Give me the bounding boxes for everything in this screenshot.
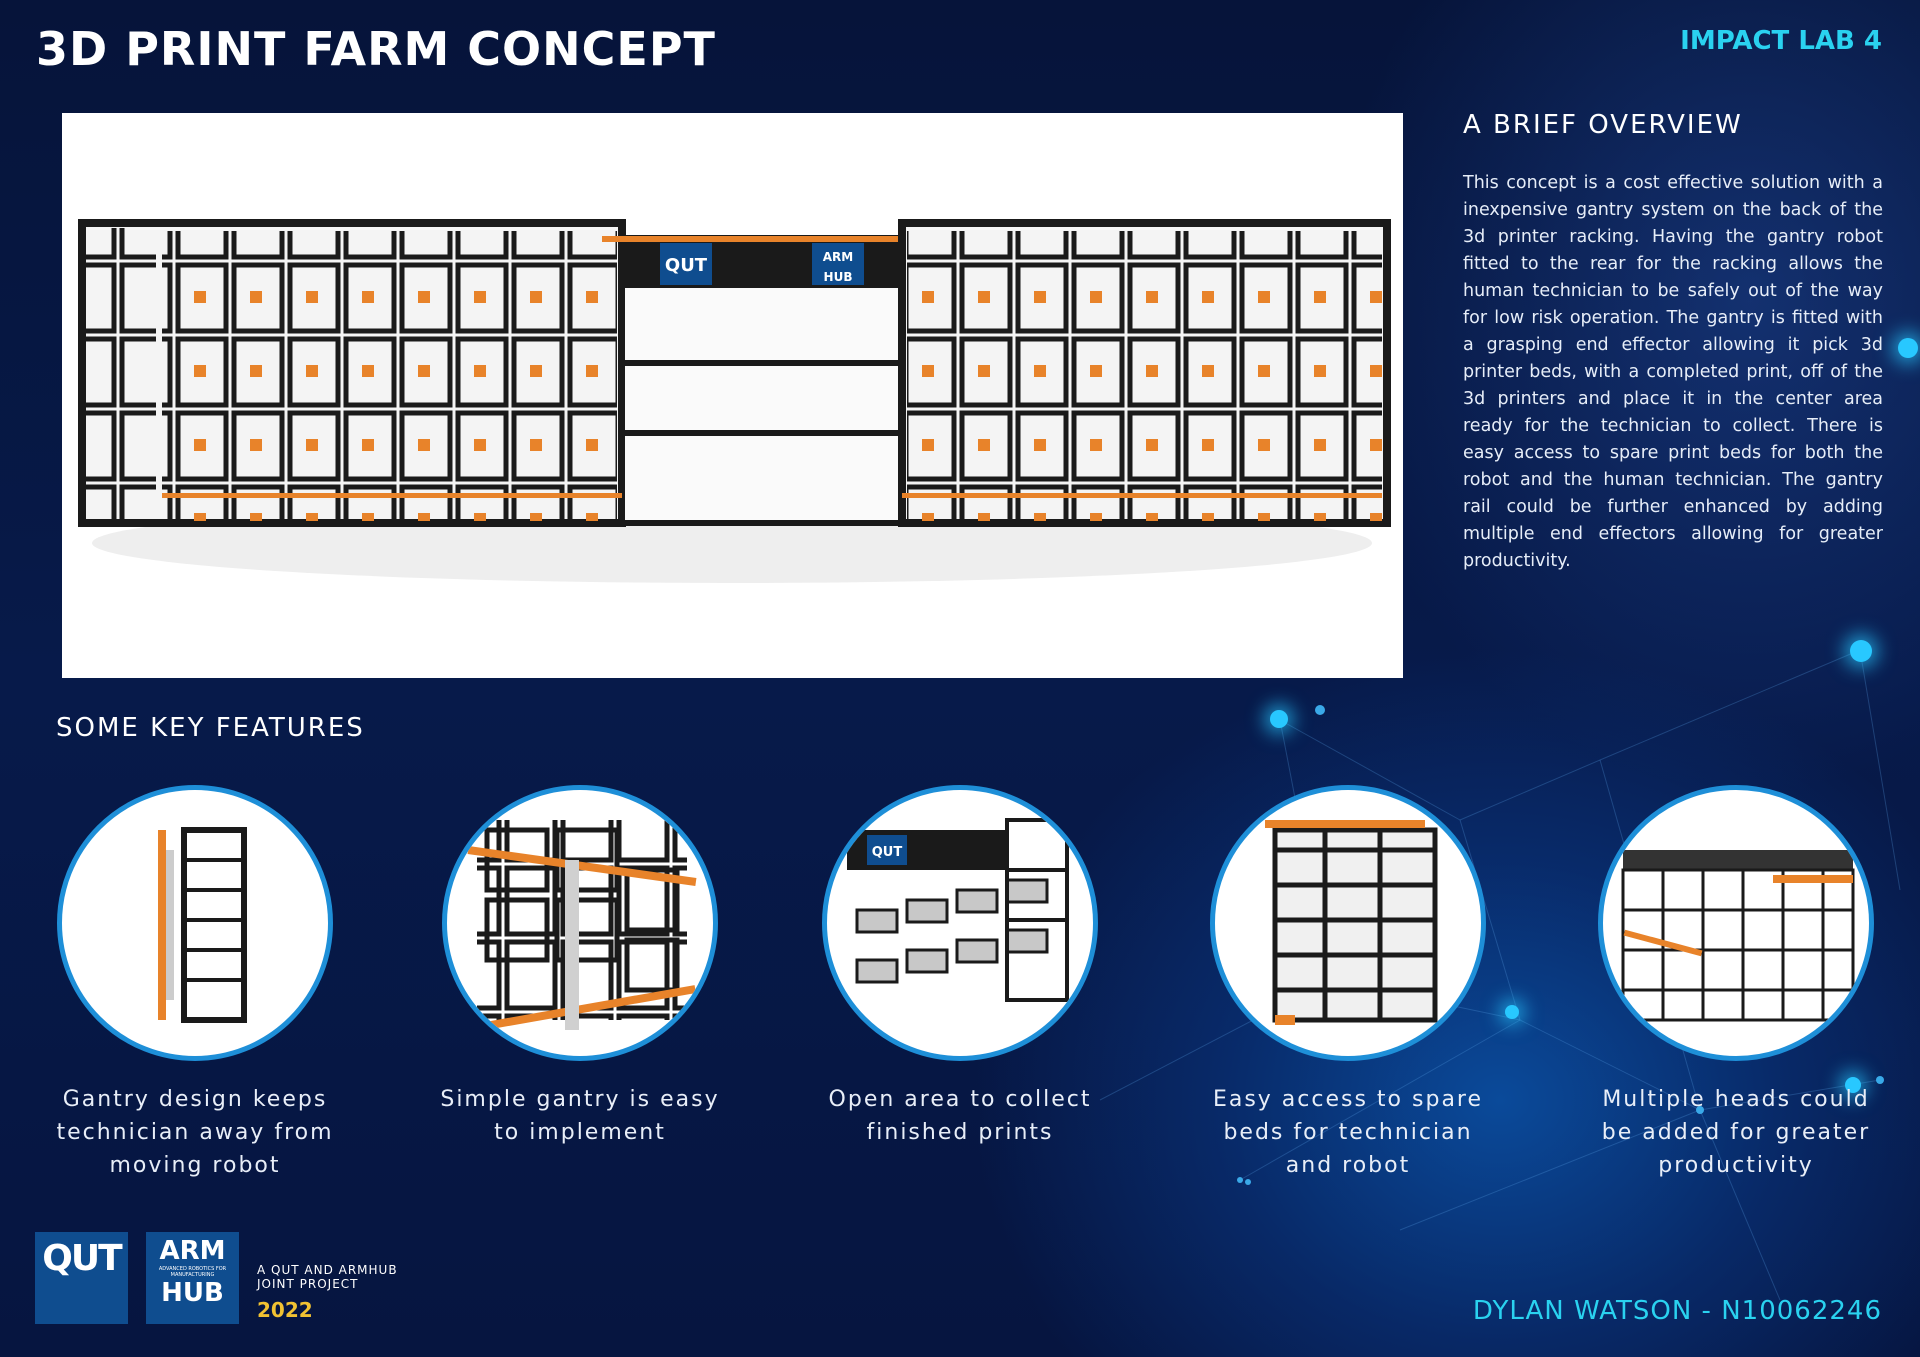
joint-line-2: JOINT PROJECT — [257, 1277, 359, 1291]
hero-arm-text: ARM — [823, 250, 853, 264]
hero-qut-logo — [660, 243, 712, 285]
author-label: DYLAN WATSON - N10062246 — [1472, 1296, 1882, 1326]
feature-card: Easy access to spare beds for technician… — [1198, 785, 1498, 1182]
armhub-logo: ARM ADVANCED ROBOTICS FOR MANUFACTURING … — [146, 1232, 239, 1324]
network-node — [1898, 338, 1918, 358]
page-title: 3D PRINT FARM CONCEPT — [36, 22, 716, 76]
lab-tag: IMPACT LAB 4 — [1680, 26, 1882, 56]
feature-caption: Gantry design keeps technician away from… — [56, 1087, 334, 1178]
feature-caption: Simple gantry is easy to implement — [440, 1087, 720, 1145]
network-node — [1850, 640, 1872, 662]
feature-caption: Open area to collect finished prints — [828, 1087, 1092, 1145]
hero-render-image: QUT ARM HUB — [62, 113, 1403, 678]
arm-logo-top: ARM — [159, 1236, 226, 1266]
feature-image-open-area: QUT — [822, 785, 1098, 1061]
feature-image-gantry-side — [57, 785, 333, 1061]
feature-image-spare-beds — [1210, 785, 1486, 1061]
feature-card: Simple gantry is easy to implement — [430, 785, 730, 1149]
feature-image-multiple-heads — [1598, 785, 1874, 1061]
feature-image-gantry-rail — [442, 785, 718, 1061]
feature-qut-text: QUT — [872, 845, 903, 860]
arm-logo-bottom: HUB — [161, 1278, 224, 1308]
feature-card: Multiple heads could be added for greate… — [1586, 785, 1886, 1182]
joint-line-1: A QUT AND ARMHUB — [257, 1263, 398, 1277]
print-farm-rack-illustration: QUT ARM HUB — [78, 219, 1391, 583]
qut-logo-text: QUT — [42, 1238, 122, 1279]
feature-card: QUT Open area to collect finished prints — [810, 785, 1110, 1149]
network-node — [1845, 1077, 1861, 1093]
arm-logo-mid: ADVANCED ROBOTICS FOR MANUFACTURING — [158, 1266, 227, 1278]
network-node — [1270, 710, 1288, 728]
year-label: 2022 — [257, 1298, 313, 1322]
network-node — [1505, 1005, 1519, 1019]
features-heading: SOME KEY FEATURES — [56, 713, 365, 743]
joint-project-label: A QUT AND ARMHUB JOINT PROJECT — [257, 1263, 398, 1291]
overview-paragraph: This concept is a cost effective solutio… — [1463, 173, 1883, 571]
feature-caption: Easy access to spare beds for technician… — [1212, 1087, 1484, 1178]
hero-hub-text: HUB — [824, 270, 853, 284]
feature-caption: Multiple heads could be added for greate… — [1601, 1087, 1871, 1178]
feature-card: Gantry design keeps technician away from… — [45, 785, 345, 1182]
overview-heading: A BRIEF OVERVIEW — [1463, 110, 1743, 140]
hero-qut-text: QUT — [665, 255, 708, 276]
qut-logo: QUT — [35, 1232, 128, 1324]
